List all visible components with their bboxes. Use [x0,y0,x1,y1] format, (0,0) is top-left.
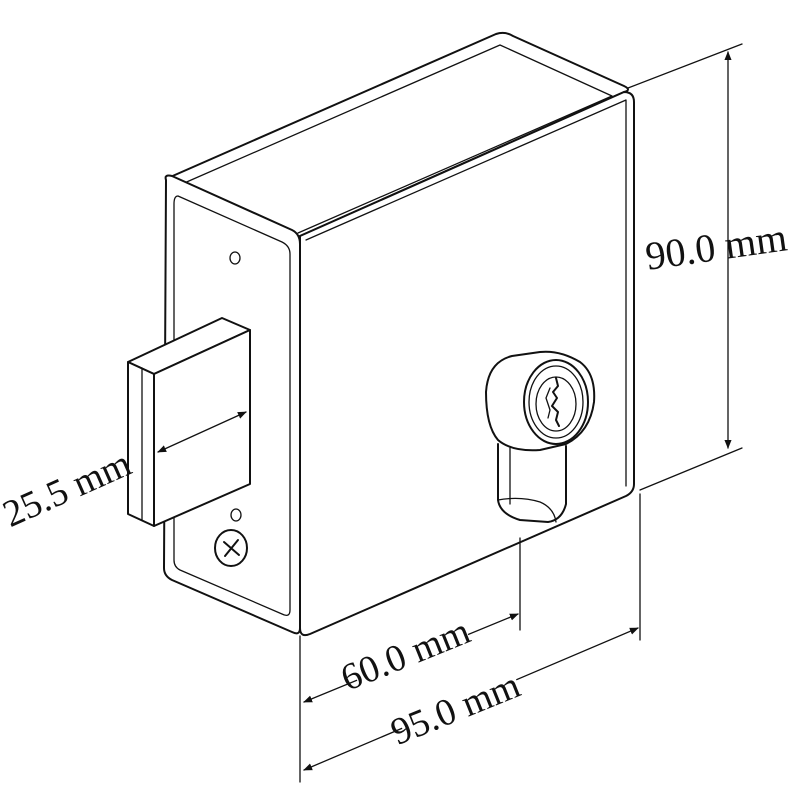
screw-hole-bottom [230,508,242,522]
dimension-label-bolt-width: 25.5 mm [0,442,137,535]
euro-cylinder [485,350,596,523]
latch-bolt [127,317,251,527]
screw-hole-top [229,251,241,265]
dimension-label-height: 90.0 mm [643,214,790,278]
faceplate [173,195,291,616]
dimension-height [627,43,743,491]
dimension-label-overall-depth: 95.0 mm [385,664,526,754]
screw-icon [214,529,248,567]
